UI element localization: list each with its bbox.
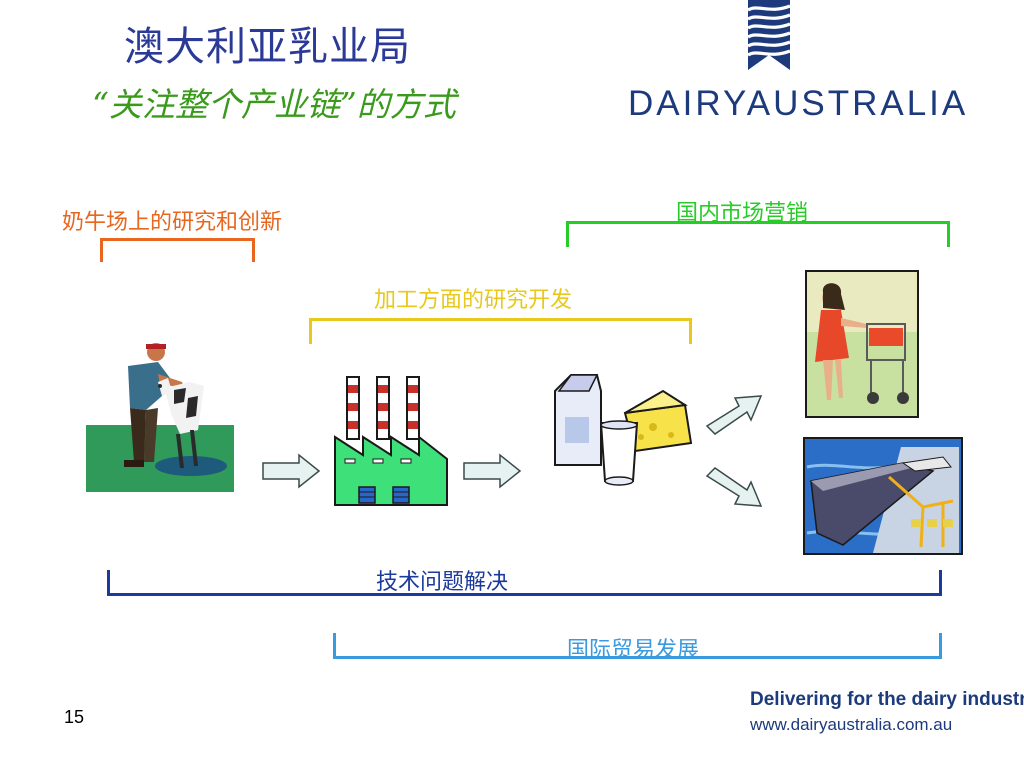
bracket-farm — [100, 238, 255, 262]
factory-icon — [333, 373, 450, 507]
logo-text: DAIRYAUSTRALIA — [628, 84, 969, 123]
bracket-processing — [309, 318, 692, 344]
footer-url: www.dairyaustralia.com.au — [750, 715, 953, 734]
slide-title: 澳大利亚乳业局 — [124, 24, 411, 70]
arrow-icon — [462, 453, 522, 489]
dairy-products-icon — [545, 369, 695, 493]
wave-stripes-icon — [747, 0, 791, 70]
bracket-technical — [107, 570, 942, 596]
label-farm-research: 奶牛场上的研究和创新 — [62, 210, 283, 235]
label-technical-solutions: 技术问题解决 — [376, 570, 509, 595]
farmer-with-calf-icon — [86, 338, 234, 492]
bracket-domestic — [566, 221, 950, 247]
bracket-intl — [333, 633, 942, 659]
label-processing-rd: 加工方面的研究开发 — [374, 288, 573, 313]
footer-tagline: Delivering for the dairy industry — [750, 689, 1024, 710]
cargo-ship-icon — [803, 437, 963, 555]
arrow-icon — [703, 464, 765, 510]
slide-number: 15 — [64, 707, 85, 727]
arrow-icon — [703, 392, 765, 438]
slide-subtitle: “关注整个产业链”的方式 — [92, 85, 456, 124]
shopper-icon — [805, 270, 919, 418]
arrow-icon — [261, 453, 321, 489]
